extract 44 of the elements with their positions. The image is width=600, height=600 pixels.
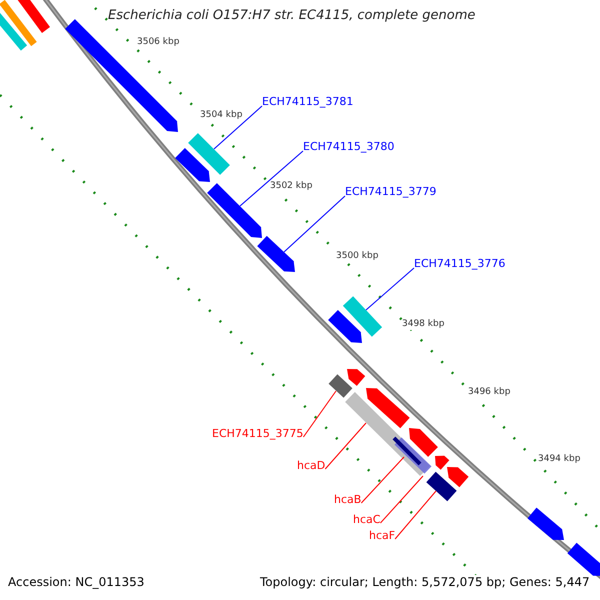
leader-line [214,106,262,150]
gene-label: hcaB [334,494,362,505]
scale-label: 3496 kbp [468,387,510,398]
gene-label: ECH74115_3780 [303,141,394,152]
gene-feature [65,19,178,132]
map-title: Escherichia coli O157:H7 str. EC4115, complete genome [108,9,476,22]
genome-summary-text: Topology: circular; Length: 5,572,075 bp; Genes: 5,447 [260,575,590,589]
gene-block [426,472,457,502]
gene-block [188,133,230,175]
gene-feature [409,428,438,457]
gene-feature [328,310,362,343]
scale-label: 3500 kbp [336,251,378,262]
scale-label: 3504 kbp [200,110,242,121]
gene-label: hcaC [353,514,380,525]
gene-label: hcaF [369,530,396,541]
scale-label: 3494 kbp [538,454,580,465]
gene-block [342,296,382,337]
leader-line [302,390,336,438]
scale-label: 3506 kbp [137,37,180,48]
scale-label: 3502 kbp [270,181,312,192]
gene-label: ECH74115_3775 [212,428,304,439]
gene-feature [366,388,410,428]
gene-label: hcaD [297,460,326,471]
scale-label: 3498 kbp [402,319,444,330]
gene-block [0,0,37,46]
gene-feature [567,542,600,576]
gene-feature [347,369,366,386]
gene-feature [528,508,564,540]
accession-text: Accession: NC_011353 [8,575,144,589]
gene-feature [175,148,210,182]
leader-line [366,268,414,310]
gene-block [328,374,352,398]
leader-line [380,476,424,524]
leader-line [360,456,404,504]
gene-feature [447,467,469,488]
gene-label: ECH74115_3779 [345,186,436,197]
leader-line [240,150,304,206]
leader-line [324,422,366,470]
gene-label: ECH74115_3781 [262,96,354,107]
leader-line [284,196,346,252]
gene-feature [207,183,262,238]
gene-label: ECH74115_3776 [414,258,506,269]
leader-line [394,490,436,540]
gene-feature [257,236,295,272]
